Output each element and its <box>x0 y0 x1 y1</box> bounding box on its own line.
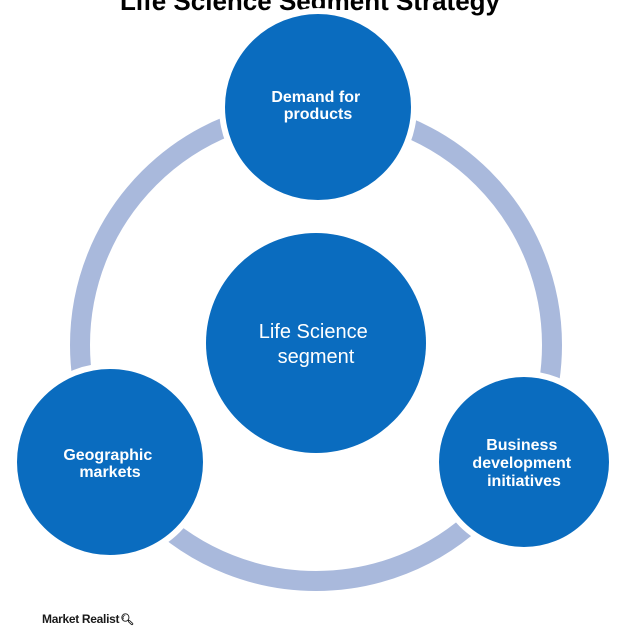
magnifier-icon: 🔍︎ <box>120 614 134 626</box>
node-geographic-markets: Geographic markets <box>11 363 209 561</box>
center-node: Life Science segment <box>206 233 426 453</box>
watermark-text: Market Realist <box>42 612 120 626</box>
node-label-line: markets <box>79 464 140 481</box>
node-label-line: products <box>284 106 353 123</box>
node-label-line: Demand for <box>271 89 360 106</box>
svg-text:Geographic markets: Geographic markets <box>63 447 156 481</box>
svg-text:Business development: Business development initiatives <box>472 437 575 490</box>
node-label-line: Business <box>486 437 557 454</box>
center-label-line: Life Science <box>259 321 368 343</box>
watermark: Market Realist🔍︎ <box>42 612 134 626</box>
node-label-line: Geographic <box>63 447 152 464</box>
node-circle <box>11 363 209 561</box>
node-label-line: initiatives <box>487 473 561 490</box>
svg-text:Demand for products: Demand for products <box>271 89 364 123</box>
node-demand-for-products: Demand for products <box>219 8 417 206</box>
node-label-line: development <box>472 455 571 472</box>
center-circle <box>206 233 426 453</box>
node-circle <box>433 371 615 553</box>
svg-text:Life Science segment: Life Science segment <box>259 321 374 368</box>
node-circle <box>219 8 417 206</box>
diagram-title: Life Science Segment Strategy <box>119 0 501 16</box>
node-business-development-initiatives: Business development initiatives <box>433 371 615 553</box>
center-label-line: segment <box>278 346 355 368</box>
